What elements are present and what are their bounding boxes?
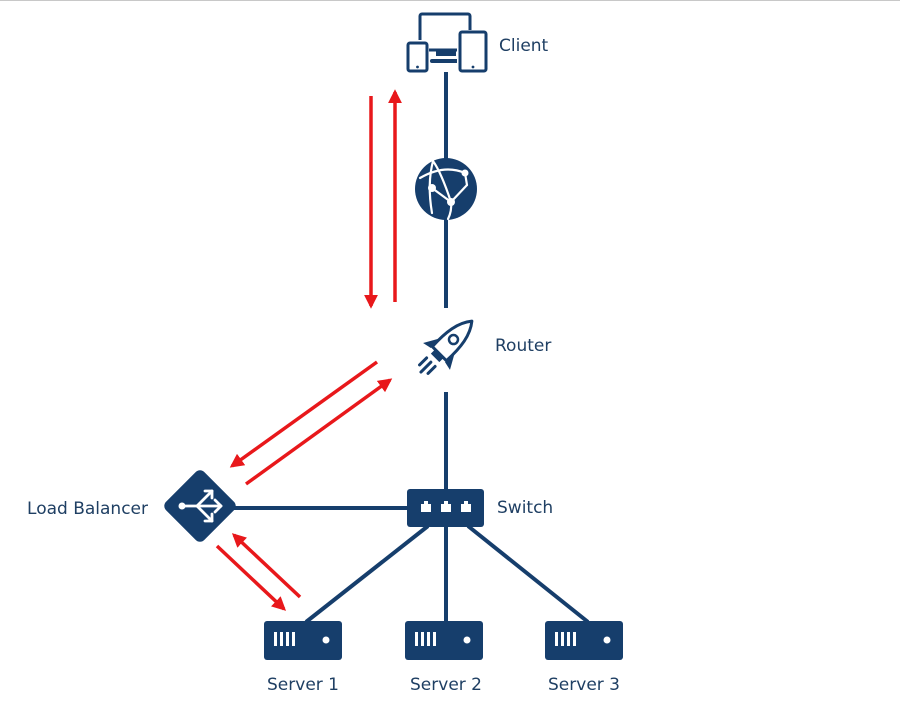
router-label: Router (495, 336, 551, 356)
client-label: Client (499, 36, 549, 56)
rocket-icon (418, 319, 474, 375)
server-icon (264, 621, 342, 660)
load-balancer-label: Load Balancer (27, 499, 148, 519)
switch-node[interactable]: Switch (407, 489, 553, 527)
server-icon (545, 621, 623, 660)
flow-arrow-loadbalancer-to-router (244, 378, 393, 486)
router-node[interactable]: Router (408, 308, 552, 386)
server3-label: Server 3 (548, 675, 620, 695)
load-balancer-node[interactable]: Load Balancer (27, 468, 238, 544)
globe-network-icon (415, 158, 477, 221)
flow-arrow-router-to-loadbalancer (229, 360, 379, 468)
devices-icon (405, 12, 489, 74)
flow-arrow-server1-to-loadbalancer (231, 533, 302, 599)
switch-label: Switch (497, 498, 553, 518)
flow-arrows (215, 89, 402, 611)
link-switch-server1 (304, 524, 430, 624)
server3-node[interactable]: Server 3 (545, 621, 623, 695)
server2-node[interactable]: Server 2 (405, 621, 483, 695)
server-icon (405, 621, 483, 660)
connection-lines (234, 72, 590, 624)
flow-arrow-loadbalancer-to-server1 (215, 544, 287, 611)
client-node[interactable]: Client (405, 12, 549, 74)
load-balancer-icon (164, 470, 236, 542)
server1-node[interactable]: Server 1 (264, 621, 342, 695)
network-switch-icon (407, 489, 484, 527)
server1-label: Server 1 (267, 675, 339, 695)
link-switch-server3 (466, 524, 590, 624)
internet-node[interactable] (415, 158, 477, 221)
server2-label: Server 2 (410, 675, 482, 695)
